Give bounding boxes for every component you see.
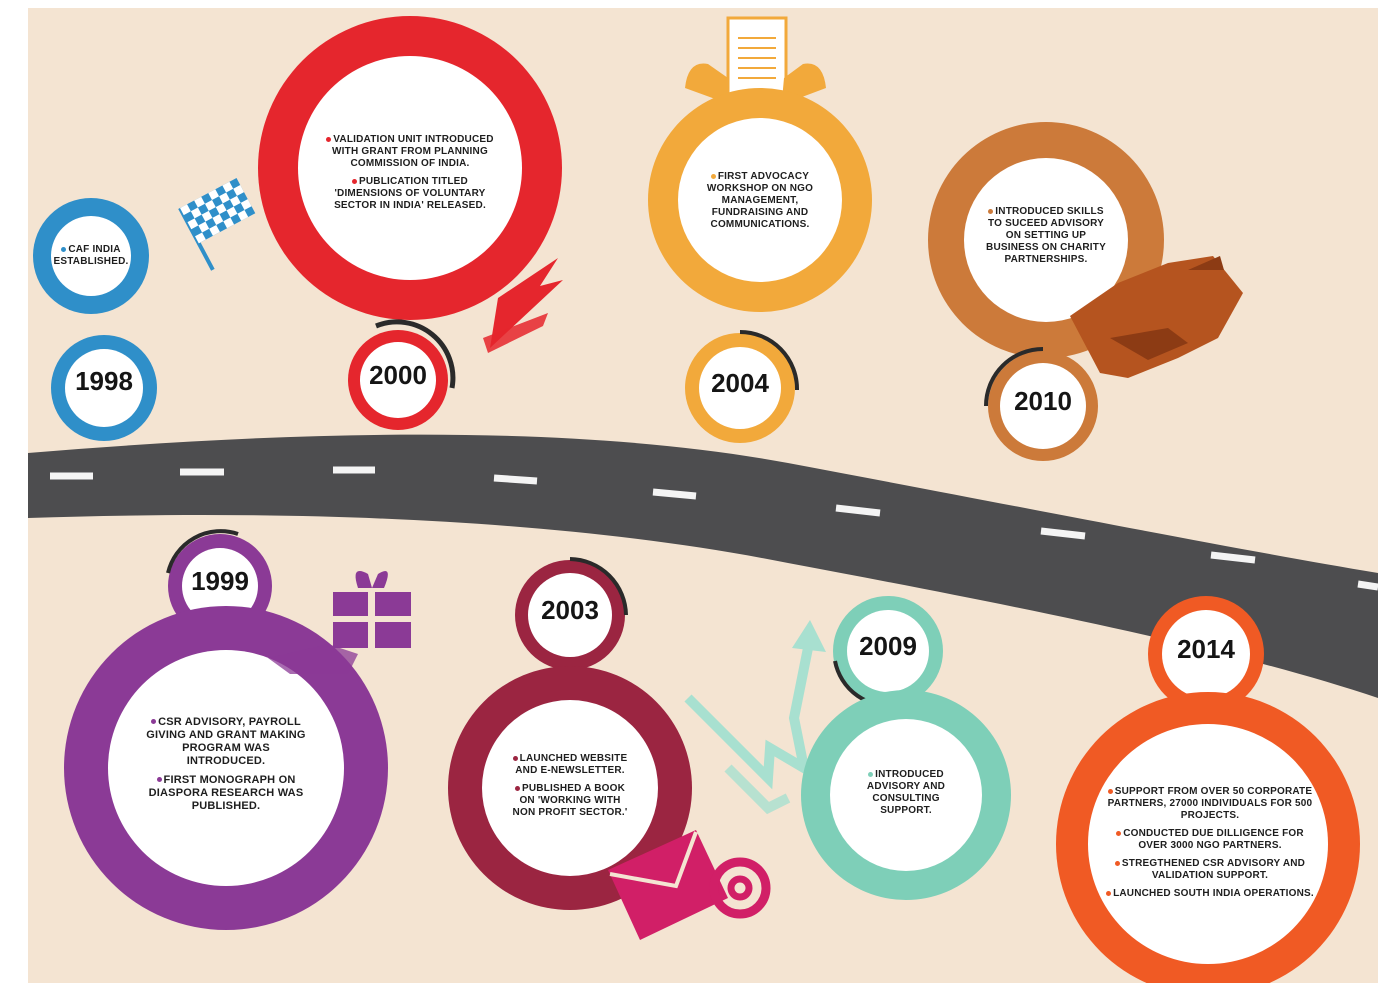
milestone-text-1998-line-1: Caf India Established. xyxy=(53,244,129,267)
milestone-text-2004-line-1: First Advocacy workshop on NGO Managemen… xyxy=(706,171,814,230)
milestone-text-2014: Support from over 50 corporate partners,… xyxy=(1104,738,1316,948)
milestone-text-2010: Introduced Skills to Suceed advisory on … xyxy=(984,176,1108,296)
year-label-2010: 2010 xyxy=(1014,386,1072,416)
timeline-graphics xyxy=(28,16,1378,983)
year-label-1999: 1999 xyxy=(191,566,249,596)
year-label-2009: 2009 xyxy=(859,631,917,661)
document-hands-icon xyxy=(685,16,826,100)
year-label-2014: 2014 xyxy=(1177,634,1235,664)
email-at-icon xyxy=(608,830,771,940)
milestone-text-1998: Caf India Established. xyxy=(53,232,129,280)
milestone-text-2010-line-1: Introduced Skills to Suceed advisory on … xyxy=(986,206,1106,265)
year-label-2003: 2003 xyxy=(541,595,599,625)
milestone-text-2014-line-4: Launched South India operations. xyxy=(1106,888,1314,900)
road xyxy=(28,434,1378,698)
road-dashes xyxy=(50,466,1378,591)
milestone-text-2014-line-2: Conducted due dilligence for over 3000 N… xyxy=(1104,828,1316,852)
year-label-1998: 1998 xyxy=(75,366,133,396)
checkered-flag-icon xyxy=(178,177,256,271)
milestone-text-2000-line-1: Validation unit introduced with grant fr… xyxy=(322,134,498,170)
growth-arrow-icon xyxy=(684,620,826,815)
milestone-text-1999: CSR advisory, Payroll Giving and Grant m… xyxy=(144,676,308,852)
gift-icon xyxy=(268,571,411,674)
milestone-text-1999-line-2: First Monograph on diaspora research was… xyxy=(148,773,304,812)
milestone-text-2000: Validation unit introduced with grant fr… xyxy=(322,88,498,258)
milestone-text-2003-line-2: Published a book on 'Working with Non Pr… xyxy=(512,783,628,818)
milestone-text-2009-line-1: Introduced advisory and consulting suppo… xyxy=(866,769,946,816)
milestone-text-1999-line-1: CSR advisory, Payroll Giving and Grant m… xyxy=(146,715,306,767)
milestone-text-2009: Introduced advisory and consulting suppo… xyxy=(846,748,966,838)
year-label-2000: 2000 xyxy=(369,360,427,390)
timeline-infographic: 1998 2000 2004 2010 1999 2003 2009 2014 … xyxy=(28,8,1378,983)
handshake-icon xyxy=(1070,256,1243,378)
milestone-text-2003: Launched website and E-newsletter. Publi… xyxy=(512,716,628,856)
year-label-2004: 2004 xyxy=(711,368,769,398)
milestone-text-2014-line-3: Stregthened CSR advisory and validation … xyxy=(1104,858,1316,882)
milestone-text-2000-line-2: Publication titled 'Dimensions of Volunt… xyxy=(334,176,486,211)
milestone-text-2004: First Advocacy workshop on NGO Managemen… xyxy=(696,146,824,256)
milestone-text-2014-line-1: Support from over 50 corporate partners,… xyxy=(1107,786,1313,821)
milestone-text-2003-line-1: Launched website and E-newsletter. xyxy=(512,753,628,777)
ribbon-icon xyxy=(483,258,563,353)
